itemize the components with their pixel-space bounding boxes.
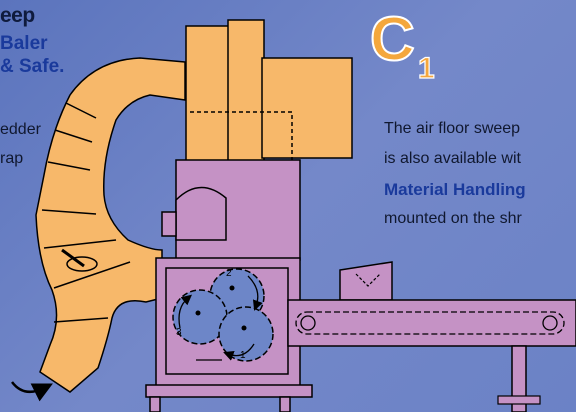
conveyor-belt [295, 311, 565, 335]
shredder-hood [175, 186, 227, 241]
side-bracket [161, 211, 177, 237]
description-line-4: mounted on the shr [384, 210, 522, 227]
rotor-1 [218, 306, 274, 362]
description-highlight: Material Handling [384, 180, 526, 199]
section-subtitle-line-1: Baler [0, 33, 48, 54]
section-title: eep [0, 4, 35, 27]
description-line-1: The air floor sweep [384, 120, 521, 137]
rotor-3-direction-icon [178, 294, 192, 329]
section-subtitle-line-2: & Safe. [0, 56, 65, 77]
damper-handle [61, 248, 85, 268]
rotor-label-2: 2 [226, 268, 232, 279]
description-line-2: is also available wit [384, 150, 521, 167]
left-body-line-2: rap [0, 150, 24, 167]
rotor-label-1: 1 [240, 350, 246, 361]
conveyor-foot [497, 395, 541, 405]
rotor-2-direction-icon [247, 275, 263, 311]
rotor-label-3: 3 [176, 327, 182, 338]
left-body-line-1: edder [0, 121, 41, 138]
model-badge: C 1 [369, 6, 435, 86]
discharge-arrow-icon [11, 381, 53, 402]
model-letter: C [370, 6, 415, 74]
hopper-throat-outline [355, 273, 381, 287]
model-subscript: 1 [418, 52, 435, 85]
air-duct [35, 57, 186, 393]
rotor-assembly [172, 268, 274, 362]
conveyor [287, 299, 576, 347]
hopper [339, 261, 393, 301]
conveyor-pulley-right [542, 315, 558, 331]
rotor-1-direction-icon [223, 343, 255, 361]
conveyor-pulley-left [300, 315, 316, 331]
